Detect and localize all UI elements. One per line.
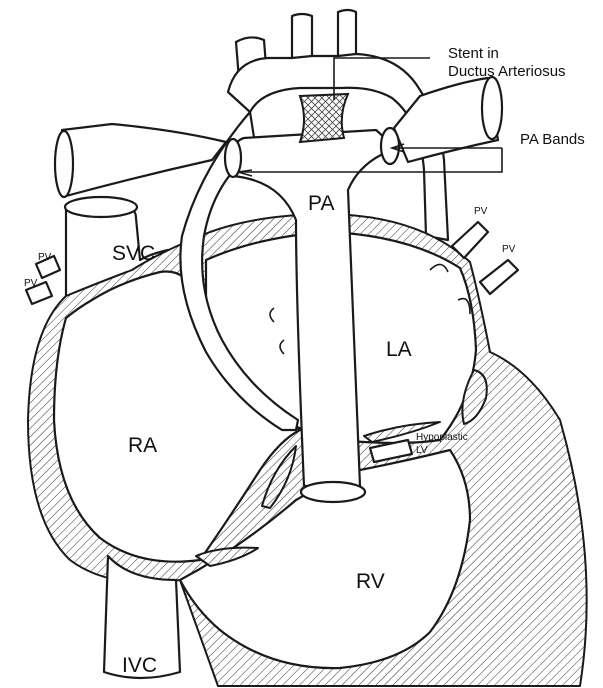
label-hypoplastic-line1: Hypoplastic	[416, 432, 468, 443]
label-pv-left-1: PV	[38, 252, 52, 263]
label-ra: RA	[128, 434, 157, 457]
right-pa-branch-end	[482, 77, 502, 139]
label-rv: RV	[356, 570, 385, 593]
label-stent-line2: Ductus Arteriosus	[448, 63, 566, 80]
label-pv-right-2: PV	[502, 244, 516, 255]
stent-ductus-arteriosus	[300, 94, 348, 142]
label-pa: PA	[308, 192, 334, 215]
label-pa-bands: PA Bands	[520, 131, 585, 148]
label-stent-line1: Stent in	[448, 45, 499, 62]
label-pv-right-1: PV	[474, 206, 488, 217]
label-la: LA	[386, 338, 412, 361]
left-pa-branch-end	[55, 131, 73, 197]
pa-trunk-base	[301, 482, 365, 502]
label-hypoplastic-line2: LV	[416, 445, 428, 456]
label-pv-left-2: PV	[24, 278, 38, 289]
label-ivc: IVC	[122, 654, 157, 677]
label-svc: SVC	[112, 242, 155, 265]
svc-opening	[65, 197, 137, 217]
